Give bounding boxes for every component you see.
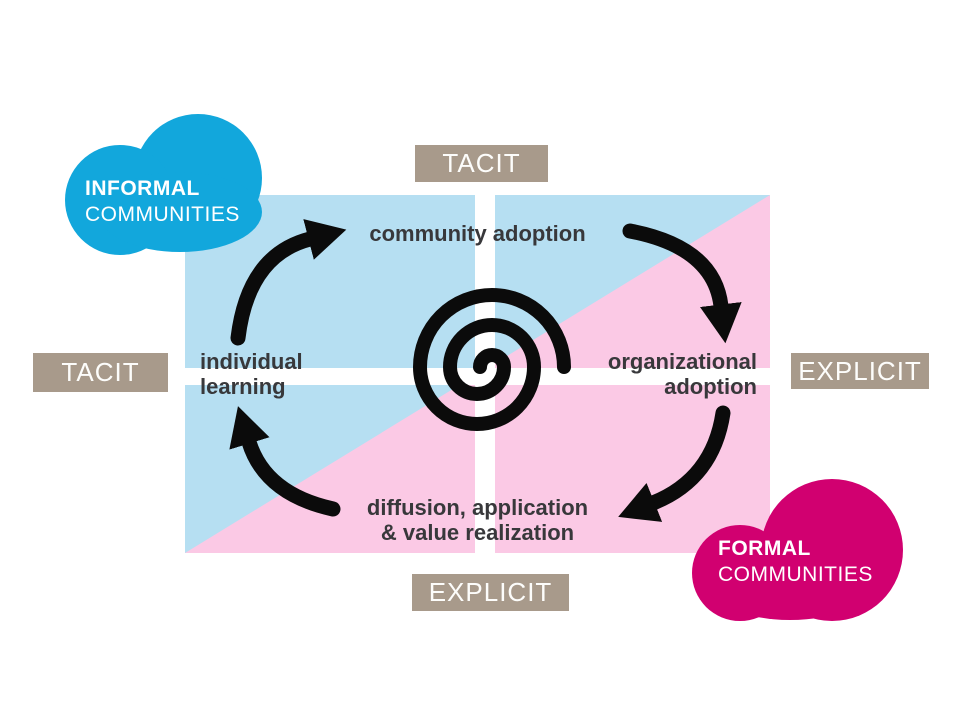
cloud-icon (692, 479, 903, 621)
stage-community-adoption: community adoption (369, 221, 586, 246)
informal-communities-cloud: INFORMAL COMMUNITIES (55, 110, 275, 262)
cloud-icon (65, 114, 262, 255)
stage-diffusion-line1: diffusion, application (366, 495, 589, 520)
edge-label-explicit-bottom: EXPLICIT (412, 574, 569, 611)
edge-label-tacit-top: TACIT (415, 145, 548, 182)
stage-organizational-adoption: organizational adoption (500, 349, 757, 399)
stage-individual-line1: individual (200, 349, 303, 374)
informal-label-line1: INFORMAL (85, 177, 200, 200)
informal-label-line2: COMMUNITIES (85, 203, 240, 226)
formal-label-line2: COMMUNITIES (718, 563, 873, 586)
edge-label-tacit-left: TACIT (33, 353, 168, 392)
formal-cloud-text: FORMAL COMMUNITIES (718, 536, 873, 588)
stage-organizational-line2: adoption (664, 374, 757, 399)
stage-diffusion-line2: & value realization (380, 520, 575, 545)
stage-individual-learning: individual learning (200, 349, 400, 399)
stage-individual-line2: learning (200, 374, 286, 399)
formal-label-line1: FORMAL (718, 537, 811, 560)
formal-communities-cloud: FORMAL COMMUNITIES (690, 473, 910, 625)
stage-organizational-line1: organizational (607, 349, 757, 374)
stage-diffusion-value-realization: diffusion, application & value realizati… (185, 495, 770, 545)
informal-cloud-text: INFORMAL COMMUNITIES (85, 176, 240, 228)
edge-label-explicit-right: EXPLICIT (791, 353, 929, 389)
